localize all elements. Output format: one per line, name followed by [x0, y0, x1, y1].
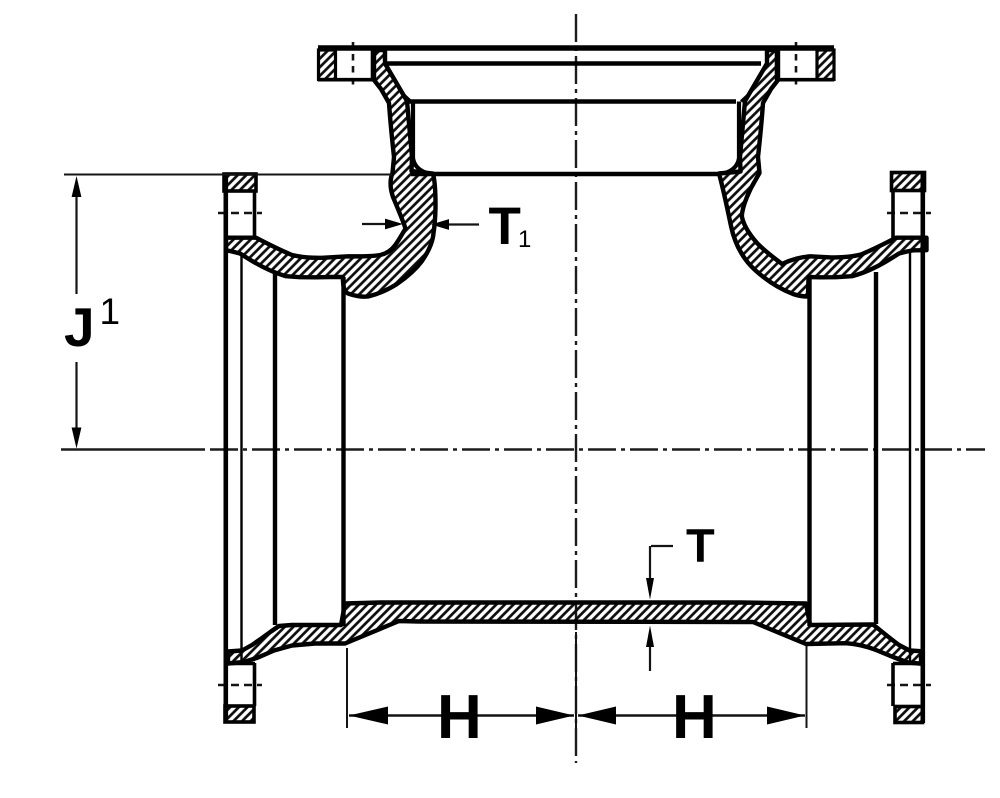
svg-text:1: 1 — [518, 226, 531, 253]
svg-text:H: H — [672, 683, 717, 752]
svg-text:1: 1 — [100, 291, 121, 332]
svg-text:J: J — [64, 296, 95, 358]
svg-text:H: H — [437, 683, 482, 752]
svg-text:T: T — [489, 197, 521, 256]
svg-text:T: T — [686, 519, 715, 572]
